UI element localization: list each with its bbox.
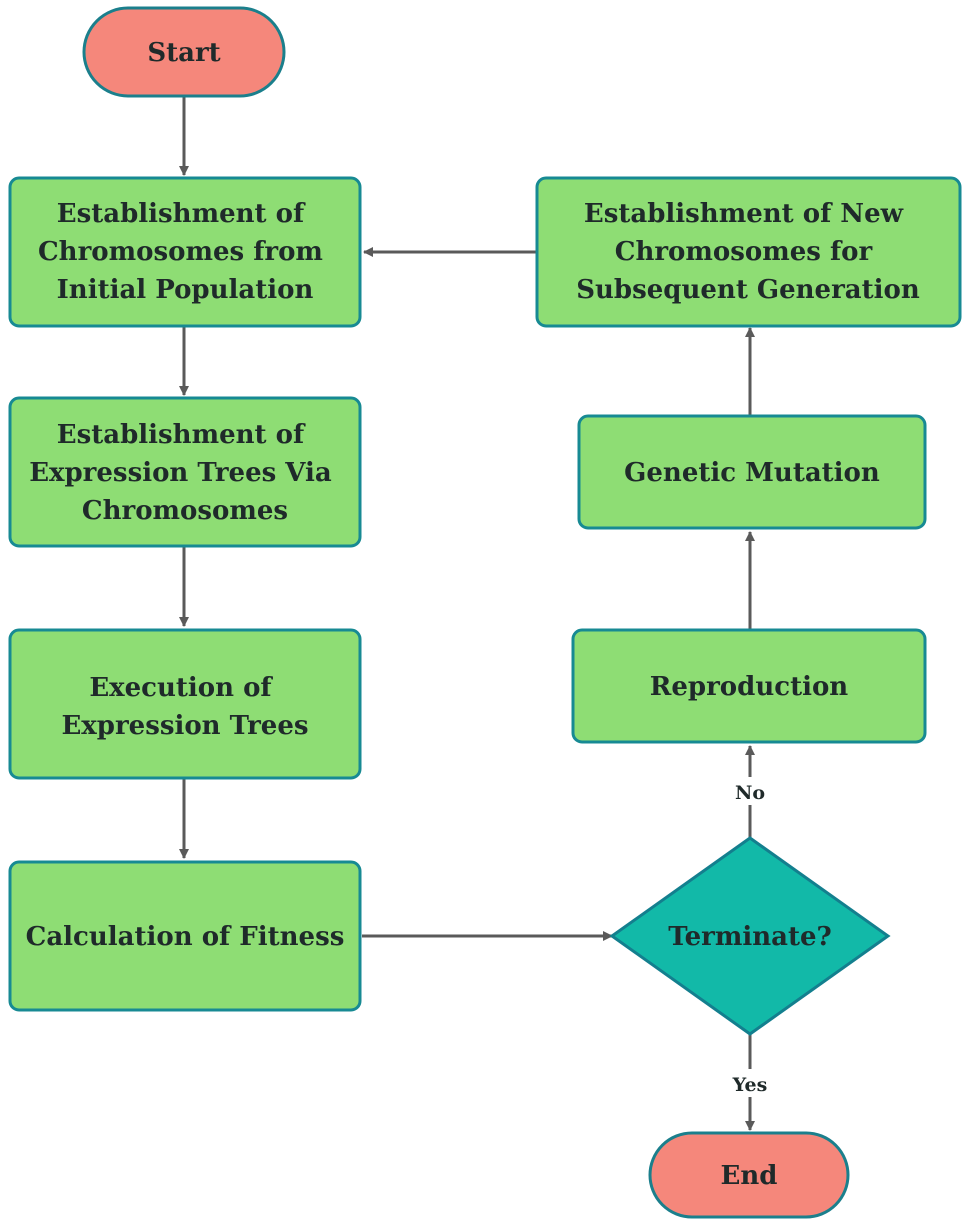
no-label-bg [728, 777, 772, 805]
node-expression-trees: Establishment of Expression Trees Via Ch… [8, 396, 362, 548]
expression-trees-line-3: Chromosomes [82, 496, 288, 526]
mutation-shape [577, 414, 927, 530]
fitness-label: Calculation of Fitness [26, 922, 345, 952]
execution-shape [8, 628, 362, 780]
start-shape [82, 6, 286, 98]
node-reproduction: Reproduction [571, 628, 927, 744]
execution-line-2: Expression Trees [61, 711, 308, 741]
new-chromosomes-line-2: Chromosomes for [615, 237, 873, 267]
init-population-line-1: Establishment of [57, 199, 306, 229]
execution-line-1: Execution of [89, 673, 273, 703]
init-population-label: Establishment of Chromosomes from Initia… [38, 199, 332, 305]
reproduction-shape [571, 628, 927, 744]
execution-label: Execution of Expression Trees [61, 673, 308, 741]
init-population-shape [8, 176, 362, 328]
expression-trees-line-2: Expression Trees Via [29, 458, 332, 488]
start-label: Start [147, 38, 220, 68]
edge-label-yes: Yes [732, 1074, 768, 1096]
node-fitness: Calculation of Fitness [8, 860, 362, 1012]
mutation-label: Genetic Mutation [624, 458, 880, 488]
end-label: End [721, 1161, 778, 1191]
terminate-shape [609, 836, 891, 1036]
init-population-line-3: Initial Population [57, 275, 314, 305]
node-init-population: Establishment of Chromosomes from Initia… [8, 176, 362, 328]
terminate-label: Terminate? [668, 922, 832, 952]
node-start: Start [82, 6, 286, 98]
node-execution: Execution of Expression Trees [8, 628, 362, 780]
expression-trees-label: Establishment of Expression Trees Via Ch… [29, 420, 341, 526]
expression-trees-line-1: Establishment of [57, 420, 306, 450]
node-new-chromosomes: Establishment of New Chromosomes for Sub… [535, 176, 962, 328]
expression-trees-shape [8, 396, 362, 548]
init-population-line-2: Chromosomes from [38, 237, 323, 267]
edge-label-no: No [735, 782, 765, 804]
end-shape [648, 1131, 850, 1219]
node-mutation: Genetic Mutation [577, 414, 927, 530]
fitness-shape [8, 860, 362, 1012]
yes-label-bg [724, 1069, 776, 1097]
new-chromosomes-line-1: Establishment of New [584, 199, 904, 229]
node-terminate: Terminate? [609, 836, 891, 1036]
new-chromosomes-line-3: Subsequent Generation [576, 275, 920, 305]
new-chromosomes-label: Establishment of New Chromosomes for Sub… [576, 199, 920, 305]
new-chromosomes-shape [535, 176, 962, 328]
reproduction-label: Reproduction [650, 672, 849, 702]
node-end: End [648, 1131, 850, 1219]
